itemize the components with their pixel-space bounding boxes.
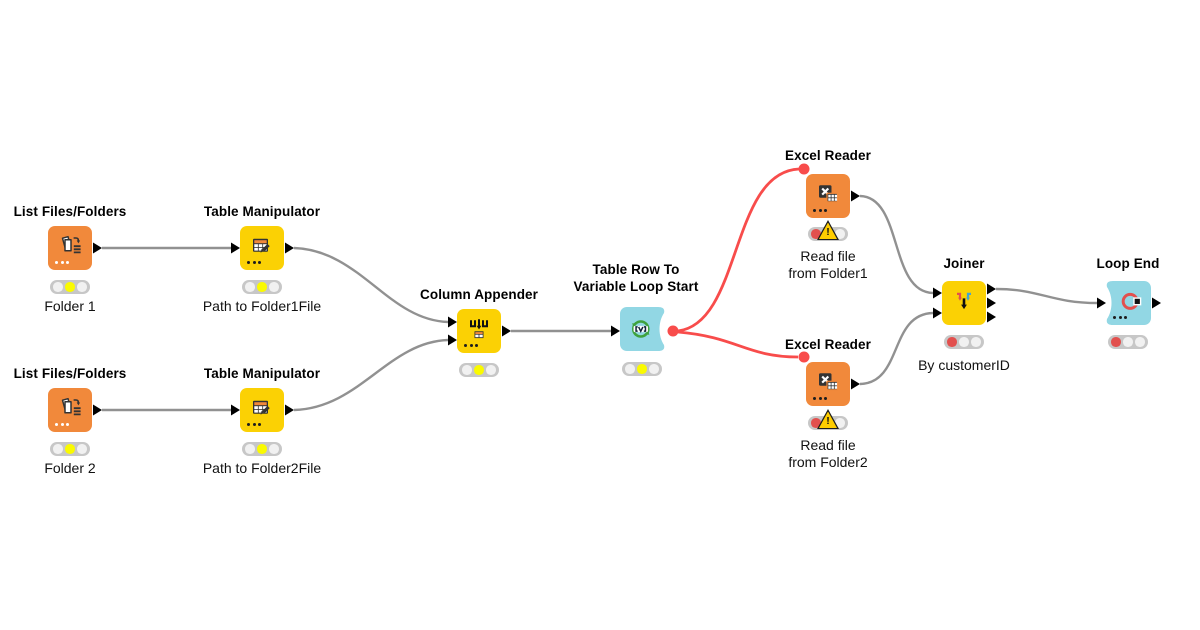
table-manipulator-icon: [253, 400, 270, 415]
node-options-dots: [813, 209, 827, 212]
node-excel-reader-2[interactable]: [806, 362, 850, 406]
node-column-appender[interactable]: [457, 309, 501, 353]
connection-manip2-to-appender[interactable]: [293, 338, 449, 412]
output-port-manip1[interactable]: [285, 242, 294, 254]
traffic-light-list2: [50, 442, 90, 456]
flowvar-input-port-excel2[interactable]: [798, 351, 810, 363]
node-comment-excel2: Read file from Folder2: [788, 437, 868, 470]
traffic-light-list1: [50, 280, 90, 294]
node-title-appender: Column Appender: [420, 287, 538, 302]
node-table-manipulator-2[interactable]: [240, 388, 284, 432]
input-port1-appender[interactable]: [448, 316, 457, 328]
connection-excel2-to-joiner[interactable]: [859, 311, 934, 386]
input-port-manip1[interactable]: [231, 242, 240, 254]
traffic-light-loopstart: [622, 362, 662, 376]
loop-end-shape: [1106, 281, 1151, 325]
list-files-folders-icon: [61, 397, 81, 416]
warning-mark: !: [826, 226, 830, 238]
node-list-files-folders-2[interactable]: [48, 388, 92, 432]
output-port-excel1[interactable]: [851, 190, 860, 202]
warning-mark: !: [826, 415, 830, 427]
node-comment-excel1: Read file from Folder1: [788, 248, 868, 281]
node-loop-end[interactable]: [1106, 281, 1151, 325]
node-title-excel1: Excel Reader: [784, 148, 871, 163]
traffic-light-appender: [459, 363, 499, 377]
node-options-dots: [813, 397, 827, 400]
connection-joiner-to-loopend[interactable]: [995, 287, 1098, 305]
connection-manip1-to-appender[interactable]: [293, 246, 449, 324]
node-options-dots: [1113, 316, 1127, 319]
flowvar-connection-loopstart-to-excel1[interactable]: [677, 167, 800, 333]
excel-reader-icon: [819, 185, 839, 203]
joiner-icon: [957, 292, 971, 310]
output-port-list2[interactable]: [93, 404, 102, 416]
output-port-manip2[interactable]: [285, 404, 294, 416]
loop-end-icon: [1121, 292, 1141, 310]
node-joiner[interactable]: [942, 281, 986, 325]
node-comment-joiner: By customerID: [918, 357, 1010, 373]
node-comment-list2: Folder 2: [44, 460, 96, 476]
node-comment-manip2: Path to Folder2File: [202, 460, 322, 476]
flowvar-output-port-loopstart[interactable]: [667, 325, 679, 337]
traffic-light-excel1: !: [808, 220, 848, 241]
warning-icon: !: [817, 220, 839, 240]
traffic-light-excel2: !: [808, 409, 848, 430]
node-title-excel2: Excel Reader: [784, 337, 871, 352]
column-appender-icon: [470, 319, 488, 339]
flowvar-connection-loopstart-to-excel2[interactable]: [677, 330, 799, 359]
input-port-loopend[interactable]: [1097, 297, 1106, 309]
warning-icon: !: [817, 409, 839, 429]
output-port2-joiner[interactable]: [987, 297, 996, 309]
node-options-dots: [247, 261, 261, 264]
traffic-light-loopend: [1108, 335, 1148, 349]
node-title-list2: List Files/Folders: [13, 366, 127, 381]
connection-excel1-to-joiner[interactable]: [859, 194, 934, 295]
node-comment-list1: Folder 1: [44, 298, 96, 314]
node-table-manipulator-1[interactable]: [240, 226, 284, 270]
traffic-light-joiner: [944, 335, 984, 349]
input-port2-joiner[interactable]: [933, 307, 942, 319]
node-comment-manip1: Path to Folder1File: [202, 298, 322, 314]
output-port-loopend[interactable]: [1152, 297, 1161, 309]
node-options-dots: [464, 344, 478, 347]
node-title-manip1: Table Manipulator: [203, 204, 321, 219]
node-options-dots: [247, 423, 261, 426]
node-title-list1: List Files/Folders: [13, 204, 127, 219]
output-port3-joiner[interactable]: [987, 311, 996, 323]
node-title-loopend: Loop End: [1096, 256, 1160, 271]
node-title-manip2: Table Manipulator: [203, 366, 321, 381]
traffic-light-manip1: [242, 280, 282, 294]
node-title-loopstart: Table Row To Variable Loop Start: [573, 262, 699, 294]
input-port1-joiner[interactable]: [933, 287, 942, 299]
node-options-dots: [55, 261, 69, 264]
traffic-light-manip2: [242, 442, 282, 456]
table-manipulator-icon: [253, 238, 270, 253]
input-port-loopstart[interactable]: [611, 325, 620, 337]
input-port2-appender[interactable]: [448, 334, 457, 346]
output-port1-joiner[interactable]: [987, 283, 996, 295]
output-port-excel2[interactable]: [851, 378, 860, 390]
node-list-files-folders-1[interactable]: [48, 226, 92, 270]
node-title-joiner: Joiner: [943, 256, 985, 271]
excel-reader-icon: [819, 373, 839, 391]
output-port-list1[interactable]: [93, 242, 102, 254]
flowvar-input-port-excel1[interactable]: [798, 163, 810, 175]
output-port-appender[interactable]: [502, 325, 511, 337]
node-options-dots: [55, 423, 69, 426]
input-port-manip2[interactable]: [231, 404, 240, 416]
variable-loop-start-icon: [631, 320, 650, 338]
list-files-folders-icon: [61, 235, 81, 254]
node-table-row-to-variable-loop-start[interactable]: [620, 307, 665, 351]
node-excel-reader-1[interactable]: [806, 174, 850, 218]
